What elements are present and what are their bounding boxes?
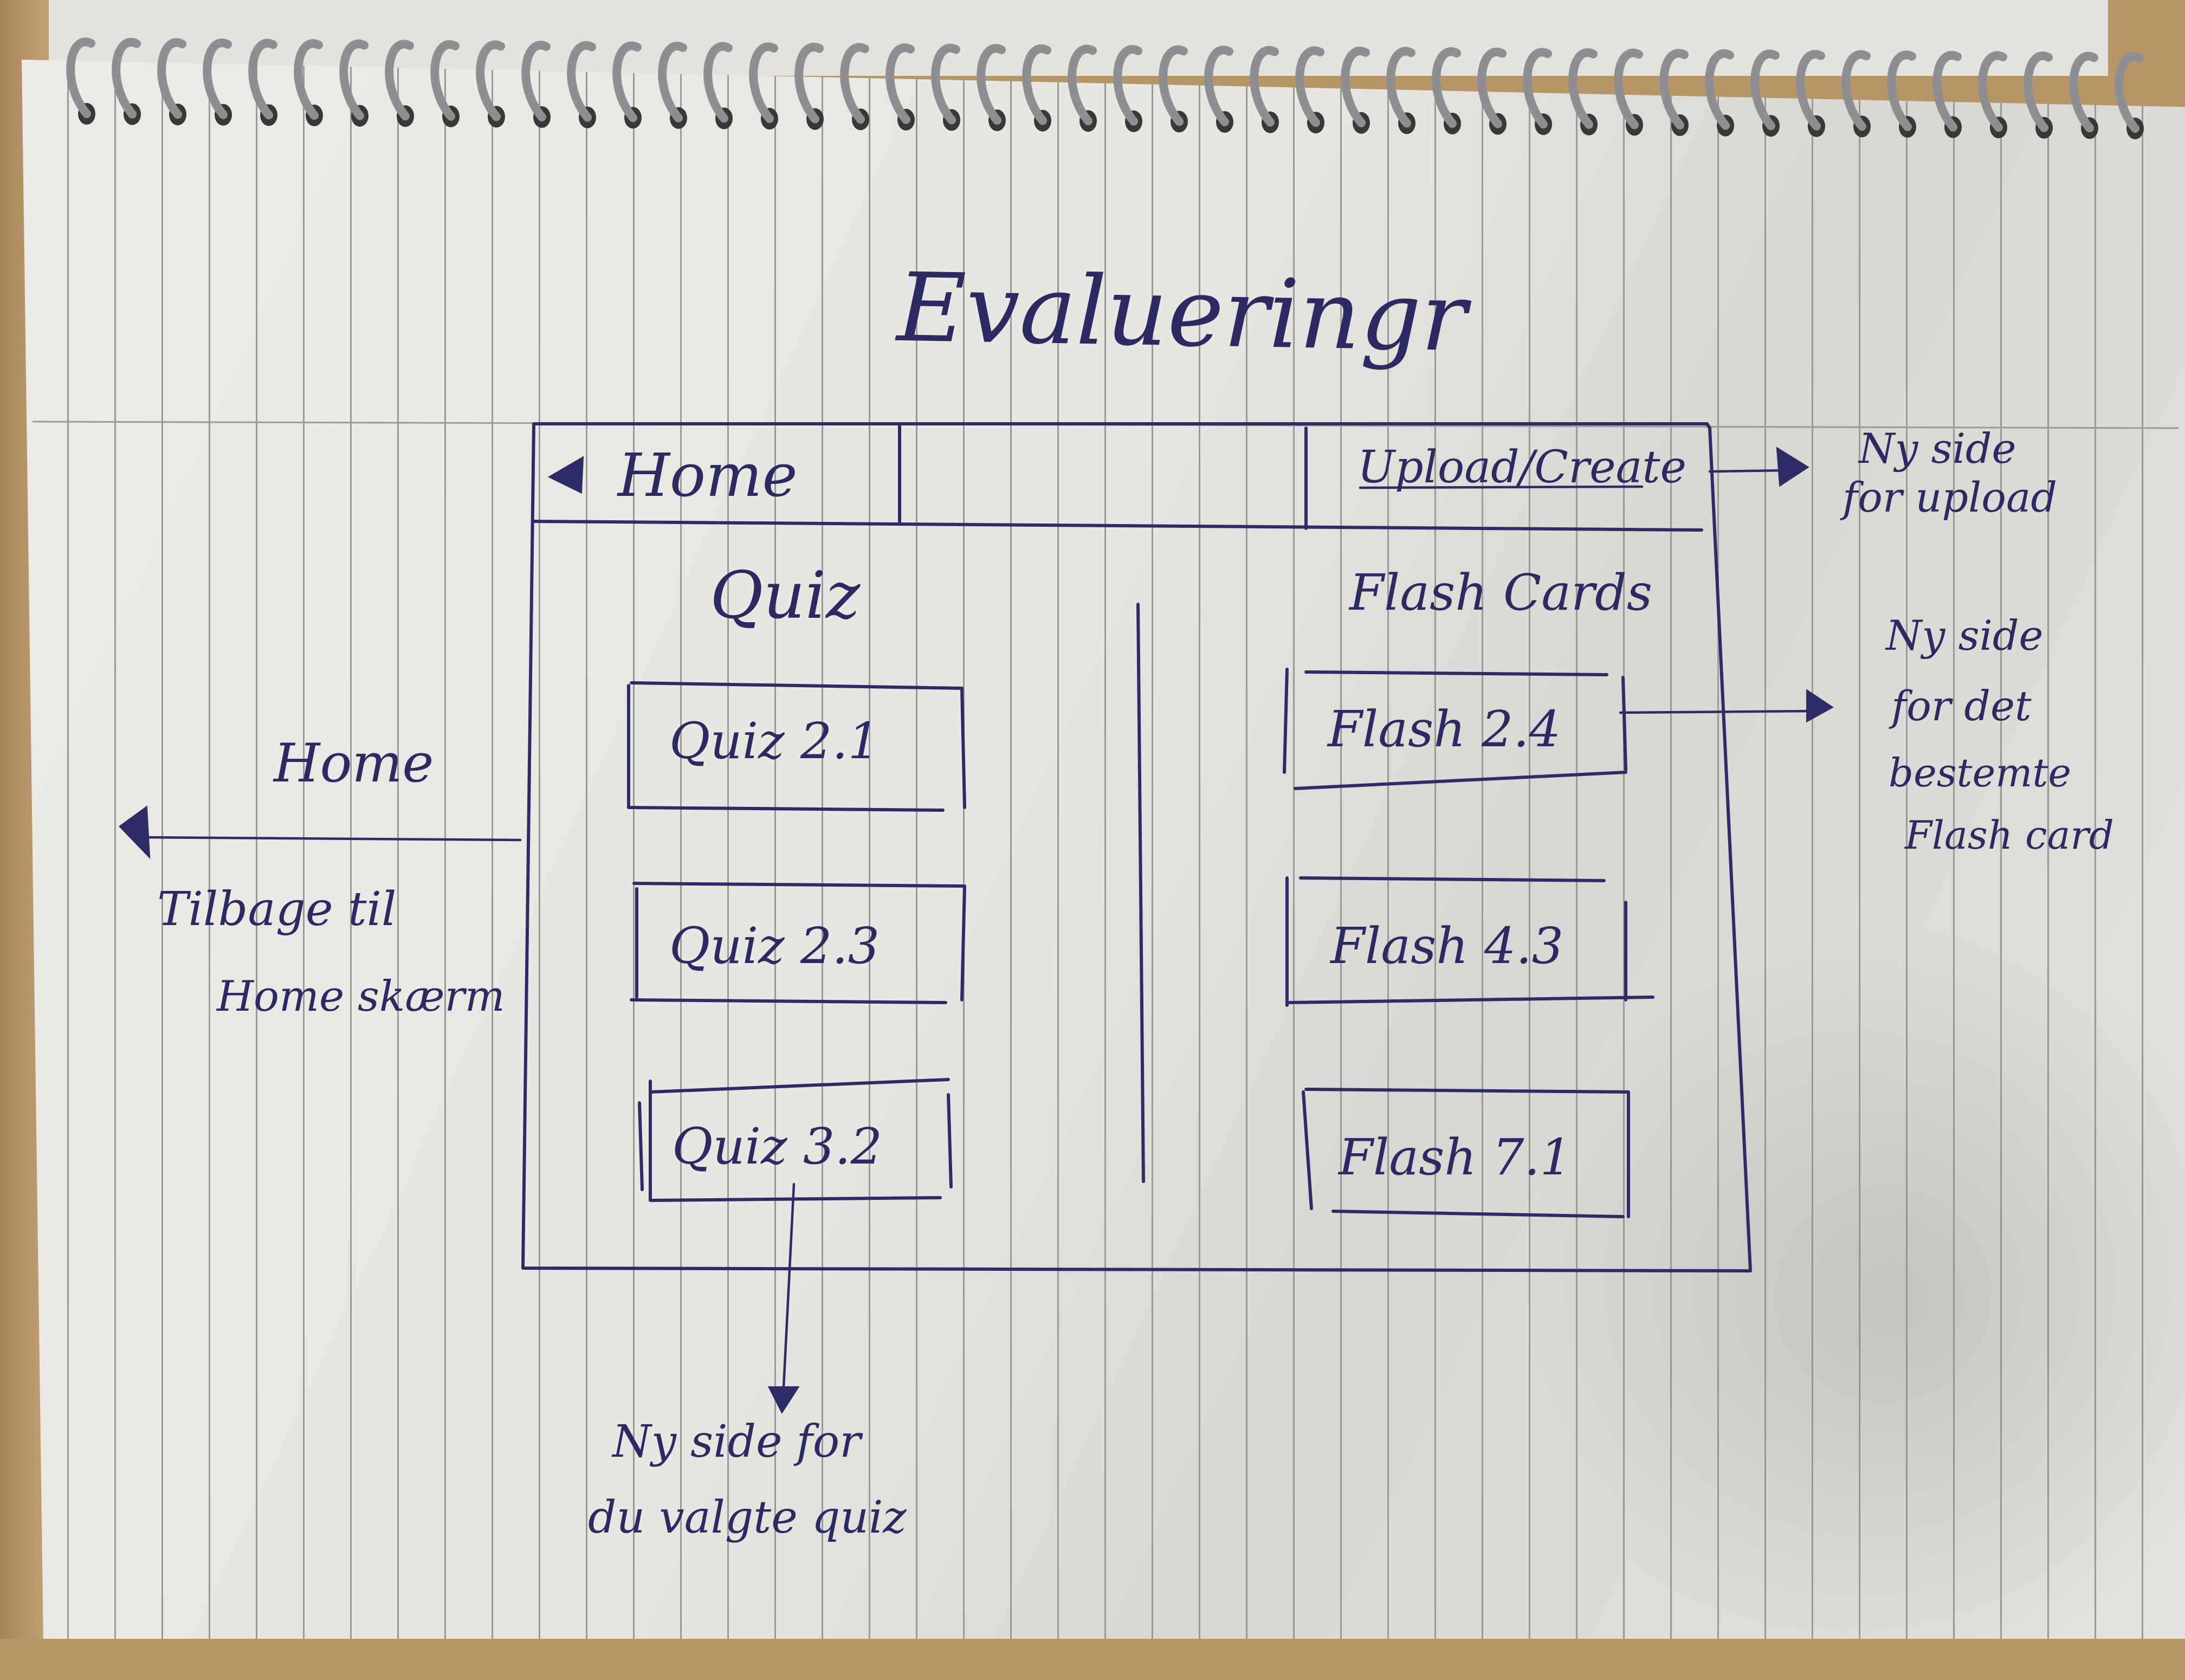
home-back-arrow-icon[interactable] bbox=[547, 456, 584, 494]
flash-note-line-4: Flash card bbox=[1905, 812, 2114, 858]
binding-ring bbox=[1113, 45, 1142, 126]
binding-ring bbox=[840, 43, 869, 124]
binding-ring bbox=[1341, 47, 1370, 127]
binding-ring bbox=[1022, 44, 1051, 125]
binding-ring bbox=[1204, 46, 1233, 126]
shadow-overlay bbox=[1517, 921, 2185, 1680]
quiz-card-frame-1[interactable] bbox=[627, 681, 966, 812]
binding-ring bbox=[567, 41, 596, 122]
home-note-line-1: Tilbage til bbox=[157, 882, 397, 936]
flash-cards-heading: Flash Cards bbox=[1349, 564, 1653, 622]
binding-ring bbox=[1932, 51, 1962, 132]
quiz-note-line-2: du valgte quiz bbox=[588, 1492, 907, 1543]
binding-ring bbox=[1523, 48, 1552, 129]
flash-note-line-1: Ny side bbox=[1886, 611, 2044, 660]
binding-ring bbox=[885, 43, 915, 124]
binding-ring bbox=[1750, 49, 1780, 131]
binding-ring bbox=[794, 43, 824, 124]
flash-card-frame-2[interactable] bbox=[1285, 876, 1654, 1007]
binding-ring bbox=[203, 38, 232, 119]
quiz-item-label[interactable]: Quiz 2.1 bbox=[669, 712, 880, 770]
home-arrow-line bbox=[137, 836, 522, 842]
home-arrow-icon bbox=[118, 805, 151, 860]
binding-ring bbox=[977, 44, 1006, 125]
app-window-frame bbox=[521, 422, 1752, 1272]
quiz-heading: Quiz bbox=[710, 558, 861, 634]
binding-ring bbox=[2069, 51, 2098, 133]
binding-ring bbox=[157, 38, 186, 119]
binding-ring bbox=[1159, 45, 1188, 126]
binding-ring bbox=[339, 40, 369, 120]
binding-ring bbox=[1477, 48, 1507, 128]
home-note-line-2: Home skærm bbox=[217, 972, 505, 1021]
upload-underline bbox=[1359, 485, 1644, 489]
home-nav-label[interactable]: Home bbox=[618, 441, 798, 510]
binding-ring bbox=[1068, 44, 1097, 126]
flash-arrow-line bbox=[1619, 709, 1817, 714]
binding-ring bbox=[476, 40, 505, 121]
binding-ring bbox=[1432, 47, 1461, 128]
spiral-binding bbox=[66, 37, 2144, 139]
binding-ring bbox=[1705, 49, 1734, 130]
notebook-page bbox=[22, 60, 2185, 1639]
binding-ring bbox=[1978, 51, 2007, 132]
binding-ring bbox=[1250, 46, 1279, 127]
nav-bar-divider bbox=[532, 520, 1703, 532]
binding-ring bbox=[430, 40, 460, 121]
flash-arrow-icon bbox=[1806, 689, 1834, 723]
column-divider bbox=[1136, 603, 1145, 1183]
binding-ring bbox=[66, 37, 95, 118]
quiz-arrow-icon bbox=[767, 1386, 800, 1414]
wireframe-sketch bbox=[32, 421, 2179, 1414]
binding-ring bbox=[2115, 52, 2144, 133]
flash-item-label[interactable]: Flash 2.4 bbox=[1328, 700, 1561, 758]
binding-ring bbox=[1841, 50, 1871, 131]
flash-note-line-2: for det bbox=[1891, 682, 2032, 730]
binding-ring bbox=[703, 42, 733, 123]
binding-ring bbox=[1796, 50, 1825, 131]
binding-ring bbox=[112, 38, 141, 119]
upload-note-line-2: for upload bbox=[1843, 473, 2057, 521]
quiz-card-frame-2[interactable] bbox=[630, 882, 966, 1004]
home-note-target: Home bbox=[274, 733, 434, 794]
binding-ring bbox=[1659, 49, 1689, 130]
upload-create-link[interactable]: Upload/Create bbox=[1357, 442, 1687, 493]
flash-card-frame-1[interactable] bbox=[1283, 668, 1627, 790]
flash-note-line-3: bestemte bbox=[1889, 750, 2072, 796]
binding-ring bbox=[385, 40, 414, 121]
binding-ring bbox=[294, 39, 323, 120]
binding-ring bbox=[2024, 51, 2053, 132]
binding-ring bbox=[658, 42, 687, 122]
binding-ring bbox=[1568, 48, 1598, 129]
binding-ring bbox=[749, 42, 778, 123]
quiz-item-label[interactable]: Quiz 2.3 bbox=[669, 917, 880, 975]
binding-ring bbox=[1614, 48, 1643, 130]
binding-ring bbox=[1295, 46, 1324, 127]
binding-ring bbox=[1887, 50, 1916, 131]
page-title: Evalueringr bbox=[896, 253, 1468, 373]
binding-ring bbox=[931, 43, 960, 125]
binding-ring bbox=[248, 38, 277, 120]
flash-item-label[interactable]: Flash 4.3 bbox=[1330, 917, 1564, 975]
upload-note-line-1: Ny side bbox=[1859, 424, 2016, 473]
quiz-note-line-1: Ny side for bbox=[612, 1416, 861, 1468]
binding-ring bbox=[1386, 47, 1415, 128]
upload-arrow-icon bbox=[1776, 447, 1809, 487]
flash-item-label[interactable]: Flash 7.1 bbox=[1339, 1128, 1572, 1186]
quiz-card-frame-3[interactable] bbox=[638, 1078, 953, 1202]
flash-card-frame-3[interactable] bbox=[1302, 1088, 1630, 1218]
upload-arrow-line bbox=[1708, 469, 1785, 473]
quiz-item-label[interactable]: Quiz 3.2 bbox=[672, 1117, 883, 1175]
quiz-arrow-line bbox=[781, 1183, 796, 1400]
binding-ring bbox=[521, 41, 551, 121]
binding-ring bbox=[612, 41, 642, 122]
